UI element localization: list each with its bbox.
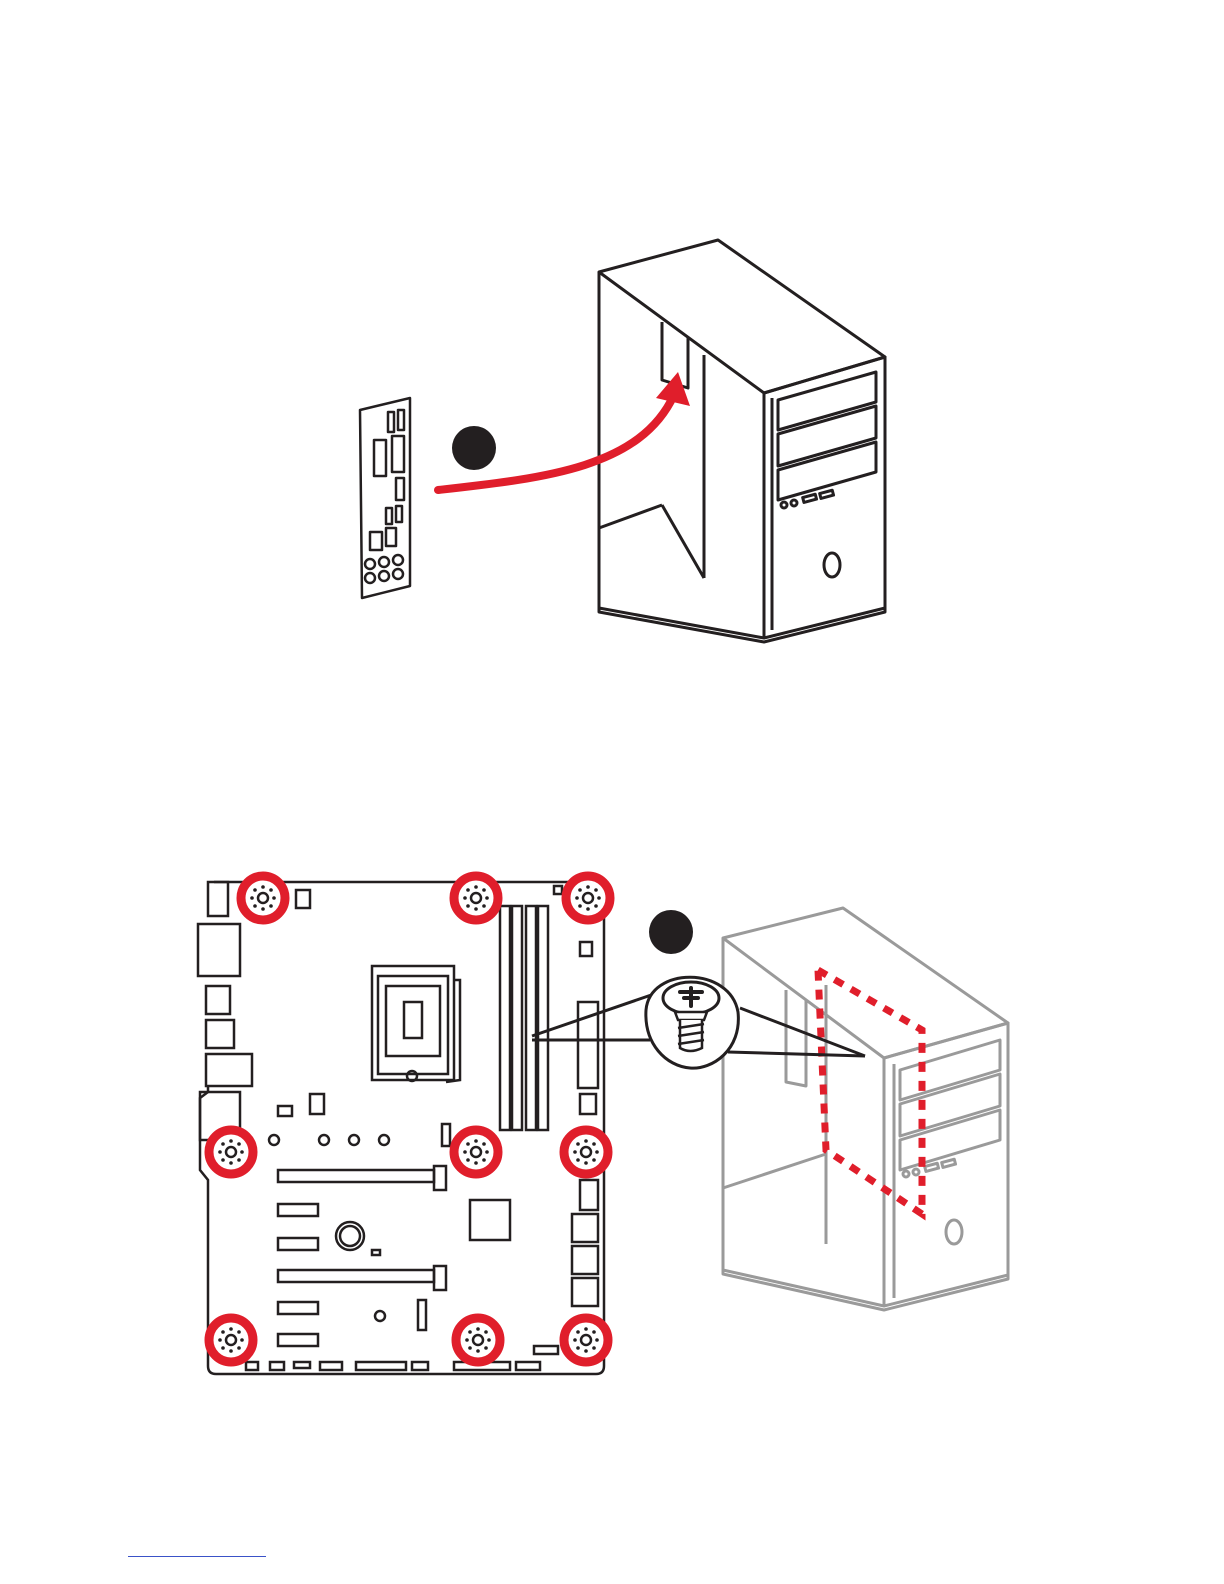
standoff-screw-icon <box>209 1130 253 1174</box>
step-badge-2 <box>649 910 693 954</box>
motherboard-mount-panel <box>0 700 1224 1584</box>
standoff-screw-icon <box>454 876 498 920</box>
standoff-holes <box>209 876 610 1362</box>
pc-case-bottom <box>723 908 1008 1310</box>
standoff-screw-icon <box>209 1318 253 1362</box>
io-shield-install-panel <box>0 0 1224 700</box>
standoff-screw-icon <box>564 1318 608 1362</box>
step-badge-1 <box>452 426 496 470</box>
motherboard <box>198 882 604 1374</box>
standoff-screw-icon <box>566 876 610 920</box>
standoff-screw-icon <box>241 876 285 920</box>
standoff-screw-icon <box>564 1130 608 1174</box>
io-shield <box>360 398 410 598</box>
io-shield-install-illustration <box>0 0 1224 700</box>
phillips-screw-icon <box>646 977 738 1068</box>
standoff-screw-icon <box>454 1130 498 1174</box>
pc-case-top <box>599 240 885 642</box>
footer-rule <box>128 1556 266 1557</box>
motherboard-mount-illustration <box>0 700 1224 1584</box>
standoff-screw-icon <box>456 1318 500 1362</box>
